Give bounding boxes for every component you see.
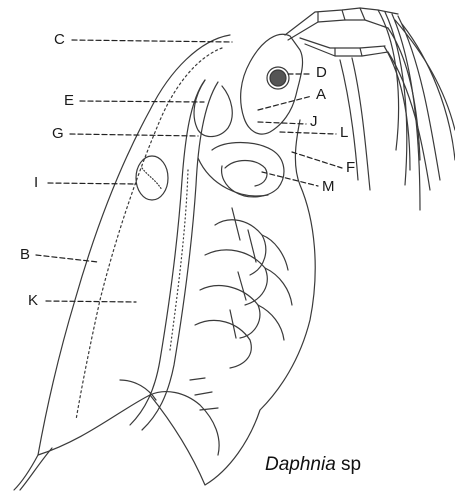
label-m: M <box>322 179 335 194</box>
label-l: L <box>340 125 348 140</box>
label-c: C <box>54 32 65 47</box>
label-f: F <box>346 160 355 175</box>
carapace-inner <box>76 48 222 420</box>
leader-m <box>262 172 318 186</box>
leader-l <box>280 132 336 134</box>
antennae <box>285 8 455 210</box>
postabdominal-claws <box>190 378 218 410</box>
leader-a <box>258 96 312 110</box>
hepatic-caecum <box>194 80 232 137</box>
label-e: E <box>64 93 74 108</box>
leader-e <box>80 101 204 102</box>
caption: Daphnia sp <box>265 455 361 474</box>
label-i: I <box>34 175 38 190</box>
leader-i <box>48 183 136 184</box>
leader-g <box>70 134 198 136</box>
caption-genus: Daphnia <box>265 454 336 475</box>
compound-eye <box>267 67 289 89</box>
caption-suffix: sp <box>336 454 361 475</box>
brood-organ <box>198 143 284 197</box>
leader-f <box>292 152 342 168</box>
label-k: K <box>28 293 38 308</box>
label-g: G <box>52 126 64 141</box>
heart <box>136 156 168 200</box>
tail-spine <box>14 448 52 490</box>
leader-c <box>72 40 232 42</box>
head-outline <box>241 34 303 134</box>
postabdomen <box>120 380 219 455</box>
thoracic-limbs <box>195 208 292 368</box>
leader-k <box>46 301 136 302</box>
label-d: D <box>316 65 327 80</box>
label-j: J <box>310 114 318 129</box>
label-a: A <box>316 87 326 102</box>
label-b: B <box>20 247 30 262</box>
